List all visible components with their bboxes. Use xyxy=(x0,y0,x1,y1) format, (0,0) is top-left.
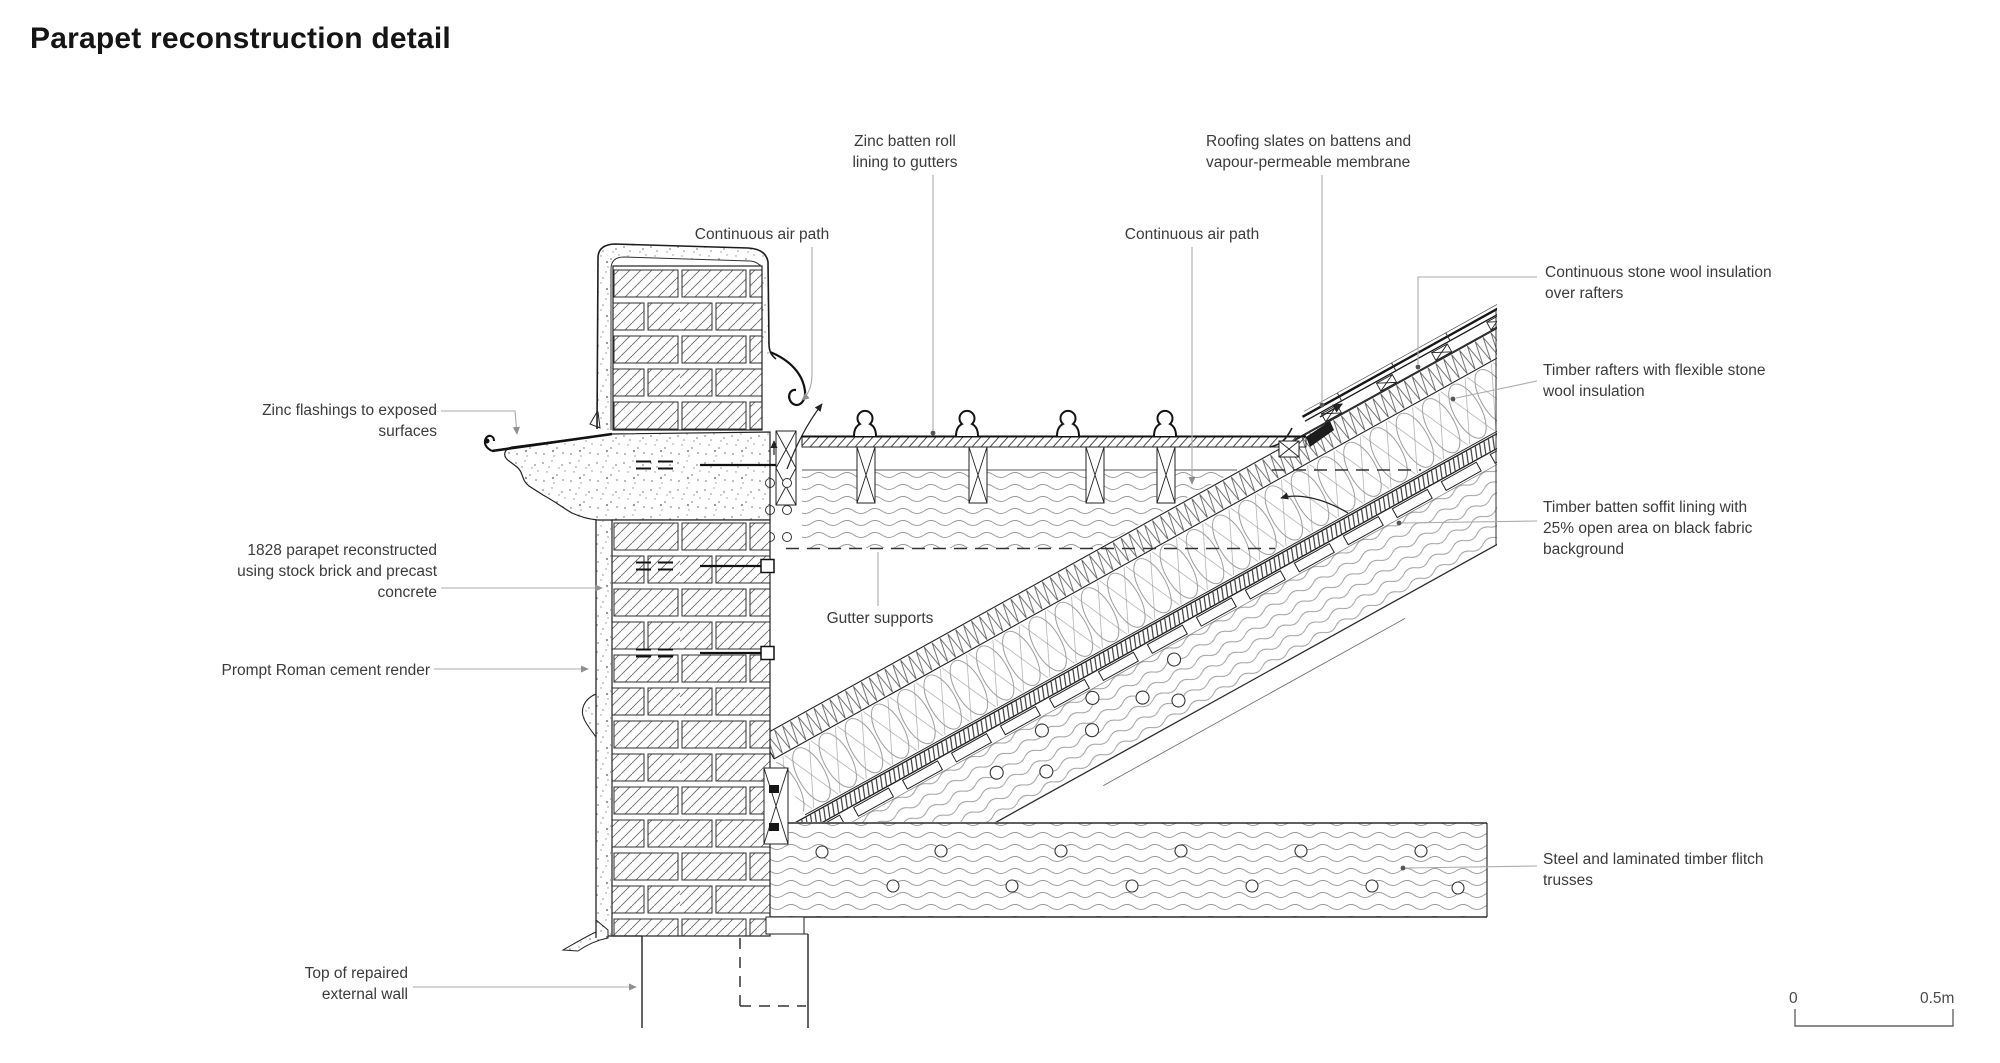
leader-soffit-lining xyxy=(1396,520,1538,526)
anchor-bolts xyxy=(636,460,776,661)
label-stone-wool-over-rafters: Continuous stone wool insulation over ra… xyxy=(1545,264,1772,302)
scale-zero-label: 0 xyxy=(1789,990,1798,1007)
truss-wall-connection xyxy=(763,767,789,845)
brickwork-upper xyxy=(612,265,763,431)
cement-render-layer xyxy=(561,520,612,952)
gutter-upstand xyxy=(775,430,797,506)
scale-bar xyxy=(1794,1009,1954,1027)
label-flitch-trusses: Steel and laminated timber flitch trusse… xyxy=(1543,851,1764,889)
cornice xyxy=(504,431,771,521)
wall-plate-packing xyxy=(765,916,805,935)
eaves-wedge xyxy=(1306,421,1334,447)
leader-roofing-slates xyxy=(1319,175,1325,408)
page-title: Parapet reconstruction detail xyxy=(30,22,451,55)
air-path-arrows xyxy=(770,403,1349,514)
label-air-path-right: Continuous air path xyxy=(1124,226,1260,243)
leader-lines xyxy=(413,175,1538,991)
gutter-assembly xyxy=(765,403,1421,550)
parapet-wall xyxy=(483,243,807,952)
label-zinc-batten-roll: Zinc batten roll lining to gutters xyxy=(852,133,958,171)
coping xyxy=(597,244,776,430)
chord-bolts xyxy=(815,844,1465,895)
leader-zinc-flashings xyxy=(441,410,520,435)
gutter-board xyxy=(801,436,1307,448)
leader-zinc-batten-roll xyxy=(930,175,936,436)
scale-end-label: 0.5m xyxy=(1920,990,1955,1007)
label-roofing-slates: Roofing slates on battens and vapour-per… xyxy=(1206,133,1412,171)
flitch-truss-bottom-chord xyxy=(770,822,1488,918)
label-gutter-supports: Gutter supports xyxy=(826,610,934,627)
label-cement-render: Prompt Roman cement render xyxy=(221,662,430,679)
label-top-of-wall: Top of repaired external wall xyxy=(304,965,408,1003)
leader-air-path-left xyxy=(801,247,813,401)
zinc-batten-rolls xyxy=(853,409,1177,437)
roof-slope-layers xyxy=(761,303,1497,912)
leader-stone-wool xyxy=(1415,276,1537,370)
label-parapet-1828: 1828 parapet reconstructed using stock b… xyxy=(237,542,437,601)
brickwork-lower xyxy=(611,519,771,937)
label-zinc-flashings: Zinc flashings to exposed surfaces xyxy=(262,402,437,440)
label-air-path-left: Continuous air path xyxy=(694,226,830,243)
label-soffit-lining: Timber batten soffit lining with 25% ope… xyxy=(1543,499,1753,558)
zinc-flashing xyxy=(483,350,807,453)
leader-flitch-trusses xyxy=(1400,865,1538,871)
leader-timber-rafters xyxy=(1450,380,1538,402)
string-course xyxy=(582,693,597,739)
tilting-fillet xyxy=(1278,440,1300,458)
repaired-external-wall xyxy=(608,933,809,1028)
label-timber-rafters: Timber rafters with flexible stone wool … xyxy=(1543,362,1766,400)
